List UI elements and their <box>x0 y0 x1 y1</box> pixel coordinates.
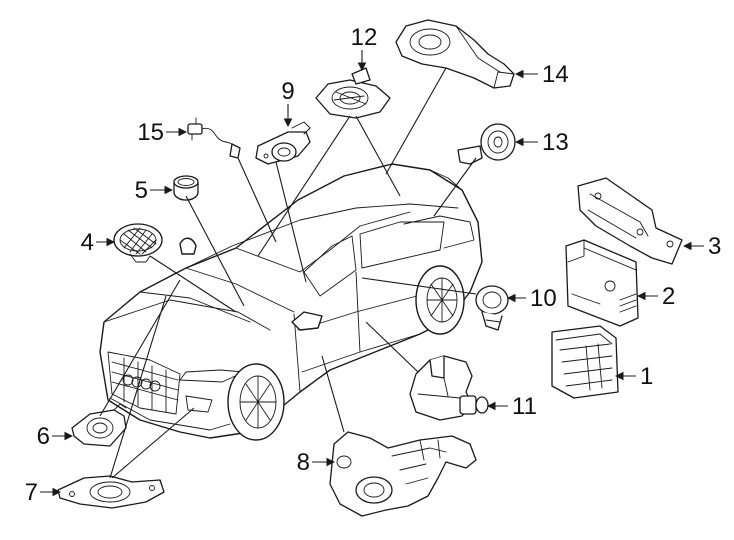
callout-2: 2 <box>662 283 675 310</box>
part-13-speaker <box>457 123 516 165</box>
part-5-ring <box>173 175 199 201</box>
callout-9: 9 <box>281 78 294 105</box>
callout-13: 13 <box>542 129 569 156</box>
callout-5: 5 <box>135 177 148 204</box>
vehicle-illustration <box>99 163 483 441</box>
callout-1: 1 <box>640 363 653 390</box>
callout-3: 3 <box>708 233 721 260</box>
part-10-round-speaker <box>475 285 509 331</box>
callout-numbers: 1 2 3 4 5 6 7 8 9 10 11 12 13 14 15 <box>25 24 722 506</box>
callout-10: 10 <box>530 285 557 312</box>
callout-11: 11 <box>512 393 537 420</box>
callout-arrows <box>40 50 704 497</box>
callout-14: 14 <box>542 61 569 88</box>
part-11-actuator <box>409 355 489 421</box>
callout-15: 15 <box>137 119 164 146</box>
callout-12: 12 <box>351 24 378 51</box>
part-2-electronic-module <box>565 239 639 327</box>
part-3-mounting-bracket <box>577 177 683 265</box>
callout-7: 7 <box>25 479 38 506</box>
part-6-speaker <box>71 403 127 447</box>
part-8-housing <box>329 431 477 517</box>
callout-4: 4 <box>81 229 94 256</box>
callout-8: 8 <box>297 449 310 476</box>
part-7-speaker-mount <box>57 475 165 509</box>
part-1-control-module <box>551 325 619 399</box>
part-4-speaker-grille <box>113 223 163 263</box>
part-15-sensor-wire <box>187 117 241 159</box>
callout-6: 6 <box>37 423 50 450</box>
part-12-speaker-with-bracket <box>315 67 391 119</box>
part-14-subwoofer-enclosure <box>395 19 515 89</box>
leader-lines <box>99 67 477 479</box>
part-9-tweeter <box>255 121 311 165</box>
